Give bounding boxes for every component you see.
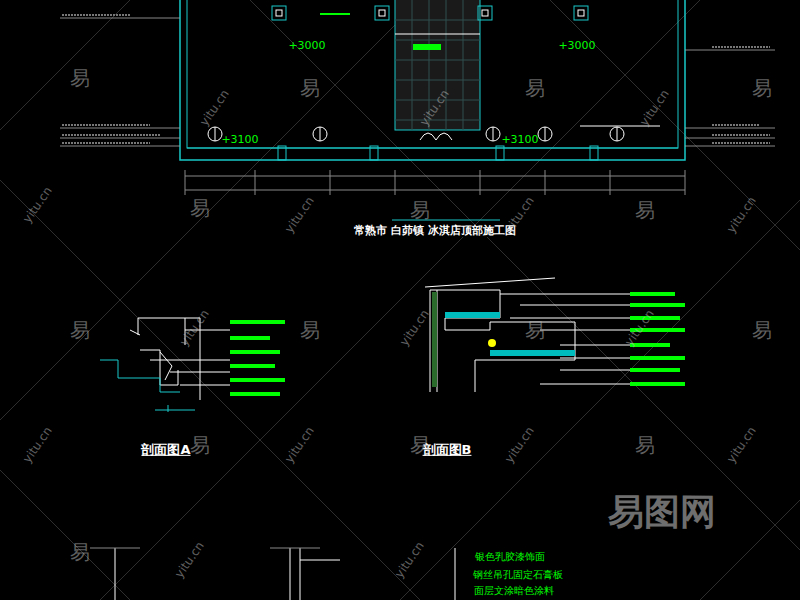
watermark: yitu.cn (503, 425, 537, 466)
watermark: 易 (300, 319, 320, 341)
watermark: yitu.cn (725, 195, 759, 236)
watermark: 易 (635, 199, 655, 221)
watermark: 易 (752, 319, 772, 341)
section-b (425, 278, 685, 392)
watermark: 易 (70, 319, 90, 341)
watermark: yitu.cn (503, 195, 537, 236)
watermark: yitu.cn (198, 88, 232, 129)
watermark: yitu.cn (398, 308, 432, 349)
elevation-mark: +3100 (221, 134, 258, 146)
material-note: 钢丝吊孔固定石膏板 (473, 569, 563, 580)
material-note: 银色乳胶漆饰面 (475, 551, 545, 562)
watermark: yitu.cn (725, 425, 759, 466)
watermark: yitu.cn (393, 540, 427, 581)
watermark: yitu.cn (21, 185, 55, 226)
elevation-mark: +3000 (558, 40, 595, 52)
watermark: 易 (70, 541, 90, 563)
watermark: 易 (190, 434, 210, 456)
ceiling-plan (60, 0, 775, 195)
drawing-title: 常熟市 白茆镇 冰淇店顶部施工图 (352, 225, 518, 237)
watermark: 易 (300, 77, 320, 99)
watermark: yitu.cn (21, 425, 55, 466)
watermark: 易 (410, 434, 430, 456)
watermark: 易图网 (608, 492, 716, 532)
watermark: 易 (525, 319, 545, 341)
watermark: yitu.cn (283, 425, 317, 466)
watermark: 易 (752, 77, 772, 99)
watermark: 易 (410, 199, 430, 221)
elevation-mark: +3000 (288, 40, 325, 52)
watermark: yitu.cn (178, 308, 212, 349)
watermark: 易 (190, 197, 210, 219)
watermark: yitu.cn (173, 540, 207, 581)
watermark: 易 (525, 77, 545, 99)
watermark: 易 (70, 67, 90, 89)
watermark: yitu.cn (283, 195, 317, 236)
elevation-mark: +3100 (501, 134, 538, 146)
underlines (392, 220, 500, 221)
section-title: 剖面图A (141, 443, 190, 457)
watermark: 易 (635, 434, 655, 456)
material-note: 面层文涂暗色涂料 (474, 585, 554, 596)
